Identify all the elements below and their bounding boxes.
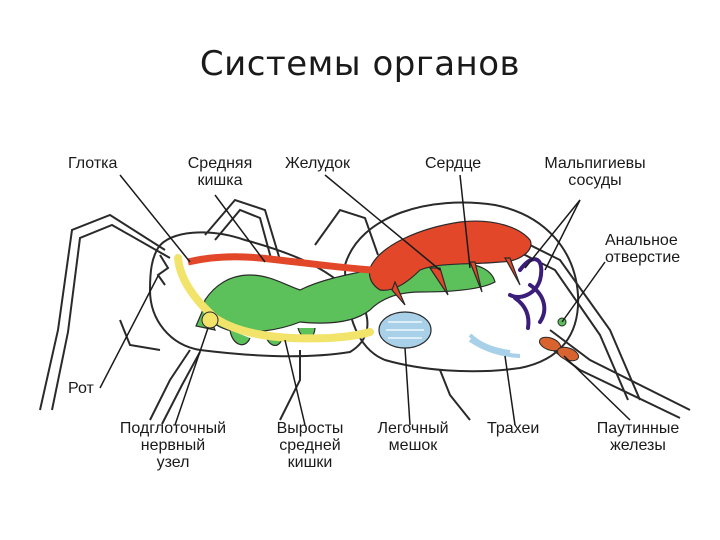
label-malpighian-line2: сосуды xyxy=(530,172,660,189)
mouth-parts xyxy=(158,255,168,285)
label-anus-line1: Анальное xyxy=(605,232,680,249)
label-heart: Сердце xyxy=(425,155,481,172)
label-pharynx: Глотка xyxy=(68,155,117,172)
label-silk-glands: Паутинные железы xyxy=(588,420,688,454)
label-malpighian-line1: Мальпигиевы xyxy=(530,155,660,172)
subesophageal-ganglion xyxy=(202,312,218,328)
label-mouth: Рот xyxy=(68,380,94,397)
label-ganglion-line3: узел xyxy=(108,454,238,471)
label-book-lung: Легочный мешок xyxy=(368,420,458,454)
label-midgut: Средняя кишка xyxy=(175,155,265,189)
label-ganglion: Подглоточный нервный узел xyxy=(108,420,238,471)
heart xyxy=(369,221,530,305)
label-ganglion-line2: нервный xyxy=(108,437,238,454)
label-midgut-line1: Средняя xyxy=(175,155,265,172)
label-book-lung-line2: мешок xyxy=(368,437,458,454)
label-book-lung-line1: Легочный xyxy=(368,420,458,437)
label-tracheae: Трахеи xyxy=(487,420,539,437)
aorta xyxy=(188,257,372,270)
label-diverticula: Выросты средней кишки xyxy=(265,420,355,471)
label-midgut-line2: кишка xyxy=(175,172,265,189)
label-diverticula-line1: Выросты xyxy=(265,420,355,437)
label-stomach: Желудок xyxy=(285,155,350,172)
label-anus: Анальное отверстие xyxy=(605,232,680,266)
label-anus-line2: отверстие xyxy=(605,249,680,266)
malpighian-tubules xyxy=(510,259,544,328)
label-silk-glands-line1: Паутинные xyxy=(588,420,688,437)
label-malpighian: Мальпигиевы сосуды xyxy=(530,155,660,189)
book-lung xyxy=(379,312,431,348)
label-silk-glands-line2: железы xyxy=(588,437,688,454)
label-diverticula-line3: кишки xyxy=(265,454,355,471)
label-ganglion-line1: Подглоточный xyxy=(108,420,238,437)
label-diverticula-line2: средней xyxy=(265,437,355,454)
tracheae xyxy=(470,335,520,356)
